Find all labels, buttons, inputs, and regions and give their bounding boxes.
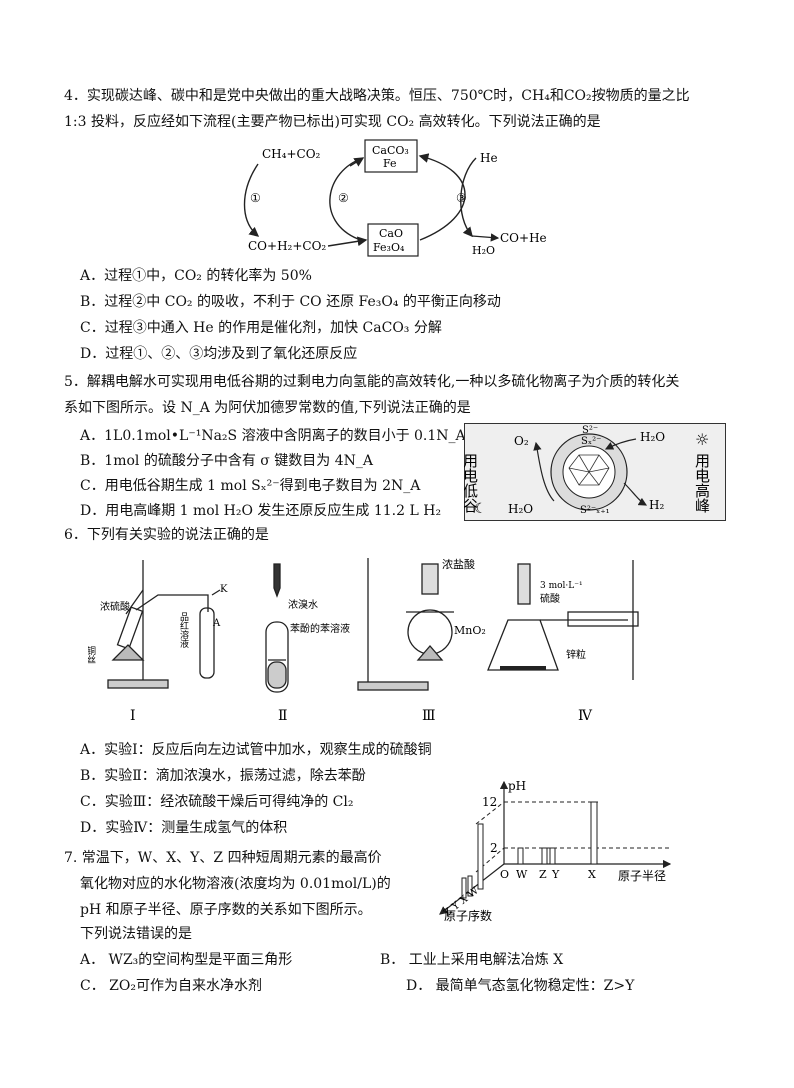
q5-stem-line2: 系如下图所示。设 N_A 为阿伏加德罗常数的值,下列说法正确的是	[64, 400, 471, 416]
q6-label-h2so4-conc: 3 mol·L⁻¹	[540, 581, 583, 591]
q5-option-d: D．用电高峰期 1 mol H₂O 发生还原反应生成 11.2 L H₂	[80, 503, 442, 519]
q6-label-conc-h2so4: 浓硫酸	[100, 600, 130, 613]
q7-option-c: C． ZO₂可作为自来水净水剂	[80, 978, 262, 994]
q5-right-label: 用电高峰	[693, 453, 711, 513]
q5-o2: O₂	[514, 434, 529, 448]
q5-left-label: 用电低谷	[464, 453, 479, 513]
q4-out-water: H₂O	[472, 244, 495, 257]
q4-stem-line1: 4．实现碳达峰、碳中和是党中央做出的重大战略决策。恒压、750℃时，CH₄和CO…	[64, 88, 690, 104]
q4-step2: ②	[338, 191, 349, 205]
q4-box-bottom	[367, 223, 419, 257]
q5-stem-line1: 5．解耦电解水可实现用电低谷期的过剩电力向氢能的高效转化,一种以多硫化物离子为介…	[64, 374, 680, 390]
q5-s-top2: Sₓ²⁻	[581, 436, 601, 447]
q4-out-right: CO+He	[500, 231, 547, 245]
moon-icon: ☾	[474, 501, 487, 517]
q6-option-d: D．实验Ⅳ：测量生成氢气的体积	[80, 820, 288, 836]
q7-radius-label: 原子半径	[618, 869, 666, 883]
q7-ph-label: pH	[508, 779, 526, 793]
q4-box-bottom-1: CaO	[379, 227, 403, 240]
q5-s-top1: S²⁻	[582, 425, 598, 436]
q5-option-a: A．1L0.1mol•L⁻¹Na₂S 溶液中含阴离子的数目小于 0.1N_A	[80, 428, 466, 444]
q4-box-top	[364, 139, 418, 173]
q4-bottom-left: CO+H₂+CO₂	[248, 239, 326, 253]
q6-label-zn: 锌粒	[566, 648, 586, 661]
q7-stem-line2: 氧化物对应的水化物溶液(浓度均为 0.01mol/L)的	[80, 876, 391, 892]
q6-roman-3: Ⅲ	[422, 708, 436, 724]
q4-option-b: B．过程②中 CO₂ 的吸收，不利于 CO 还原 Fe₃O₄ 的平衡正向移动	[80, 294, 501, 310]
q7-option-d: D． 最简单气态氢化物稳定性：Z>Y	[406, 978, 635, 994]
q5-h2o-bottom: H₂O	[508, 502, 533, 516]
q4-box-top-2: Fe	[383, 157, 397, 170]
q7-ph-graph: pH 12 2 O W Z Y X 原子半径 Z Y X W 原子序数	[439, 779, 672, 923]
q6-roman-2: Ⅱ	[278, 708, 288, 724]
q6-apparatus-1	[107, 560, 221, 689]
sun-icon: ☼	[695, 430, 709, 449]
q6-apparatus-figure: 浓硫酸 铜丝 品红溶液 K A 浓溴水 苯酚的苯溶液 浓盐酸 MnO₂ 3 mo…	[88, 557, 639, 724]
q6-apparatus-3	[357, 558, 454, 691]
q6-option-c: C．实验Ⅲ：经浓硫酸干燥后可得纯净的 Cl₂	[80, 794, 354, 810]
q6-label-a: A	[212, 618, 221, 629]
q7-stem-line3: pH 和原子半径、原子序数的关系如下图所示。	[80, 902, 372, 918]
q7-origin: O	[500, 868, 509, 881]
q7-seq-label: 原子序数	[444, 908, 492, 923]
q4-option-a: A．过程①中，CO₂ 的转化率为 50%	[80, 268, 312, 284]
q4-he-in: He	[480, 151, 498, 165]
q7-stem-line4: 下列说法错误的是	[80, 926, 192, 942]
q6-label-cu-wire: 铜丝	[88, 645, 96, 664]
q6-roman-4: Ⅳ	[578, 708, 593, 724]
q6-label-phenol: 苯酚的苯溶液	[290, 622, 350, 635]
q4-cycle-diagram: CH₄+CO₂ CO+H₂+CO₂ ① CaCO₃ Fe CaO Fe₃O₄ ②…	[243, 139, 547, 257]
q7-x-z: Z	[539, 868, 547, 881]
q6-label-h2so4: 硫酸	[540, 592, 560, 605]
q7-x-x: X	[588, 868, 596, 881]
q5-option-b: B．1mol 的硫酸分子中含有 σ 键数目为 4N_A	[80, 453, 374, 469]
q5-s-bottom: S²⁻ₓ₊₁	[580, 505, 610, 516]
q7-x-w: W	[516, 868, 528, 881]
q7-option-b: B． 工业上采用电解法冶炼 X	[380, 952, 564, 968]
q4-stem-line2: 1:3 投料，反应经如下流程(主要产物已标出)可实现 CO₂ 高效转化。下列说法…	[64, 114, 601, 130]
q5-option-c: C．用电低谷期生成 1 mol Sₓ²⁻得到电子数目为 2N_A	[80, 478, 421, 494]
q7-stem-line1: 7. 常温下，W、X、Y、Z 四种短周期元素的最高价	[64, 850, 382, 866]
q5-electrolysis-diagram: 用电低谷 用电高峰 ☾ ☼ S²⁻ Sₓ²⁻ S²⁻ₓ₊₁ O₂ H₂O H₂O…	[464, 423, 726, 521]
q7-option-a: A． WZ₃的空间构型是平面三角形	[80, 952, 293, 968]
q6-apparatus-4	[487, 560, 639, 680]
q4-step1: ①	[250, 191, 261, 205]
q7-y12: 12	[482, 795, 497, 809]
q6-stem: 6．下列有关实验的说法正确的是	[64, 527, 269, 543]
q5-h2o-top: H₂O	[640, 430, 665, 444]
q6-label-pinhong: 品红溶液	[178, 612, 189, 649]
q6-option-a: A．实验Ⅰ：反应后向左边试管中加水，观察生成的硫酸铜	[80, 742, 432, 758]
q4-top-left: CH₄+CO₂	[262, 147, 321, 161]
q4-option-d: D．过程①、②、③均涉及到了氧化还原反应	[80, 346, 358, 362]
q4-box-bottom-2: Fe₃O₄	[373, 241, 405, 254]
q4-box-top-1: CaCO₃	[372, 144, 409, 157]
q4-option-c: C．过程③中通入 He 的作用是催化剂，加快 CaCO₃ 分解	[80, 320, 442, 336]
q6-label-hcl: 浓盐酸	[442, 557, 475, 571]
q6-label-mno2: MnO₂	[454, 624, 486, 637]
q6-option-b: B．实验Ⅱ：滴加浓溴水，振荡过滤，除去苯酚	[80, 768, 366, 784]
q6-label-bromine: 浓溴水	[288, 598, 318, 611]
q6-apparatus-2	[265, 563, 289, 693]
q6-roman-1: Ⅰ	[130, 708, 136, 724]
q7-x-y: Y	[551, 868, 560, 881]
q5-h2: H₂	[649, 498, 664, 512]
q6-label-k: K	[220, 584, 228, 595]
q7-y2: 2	[490, 841, 498, 855]
